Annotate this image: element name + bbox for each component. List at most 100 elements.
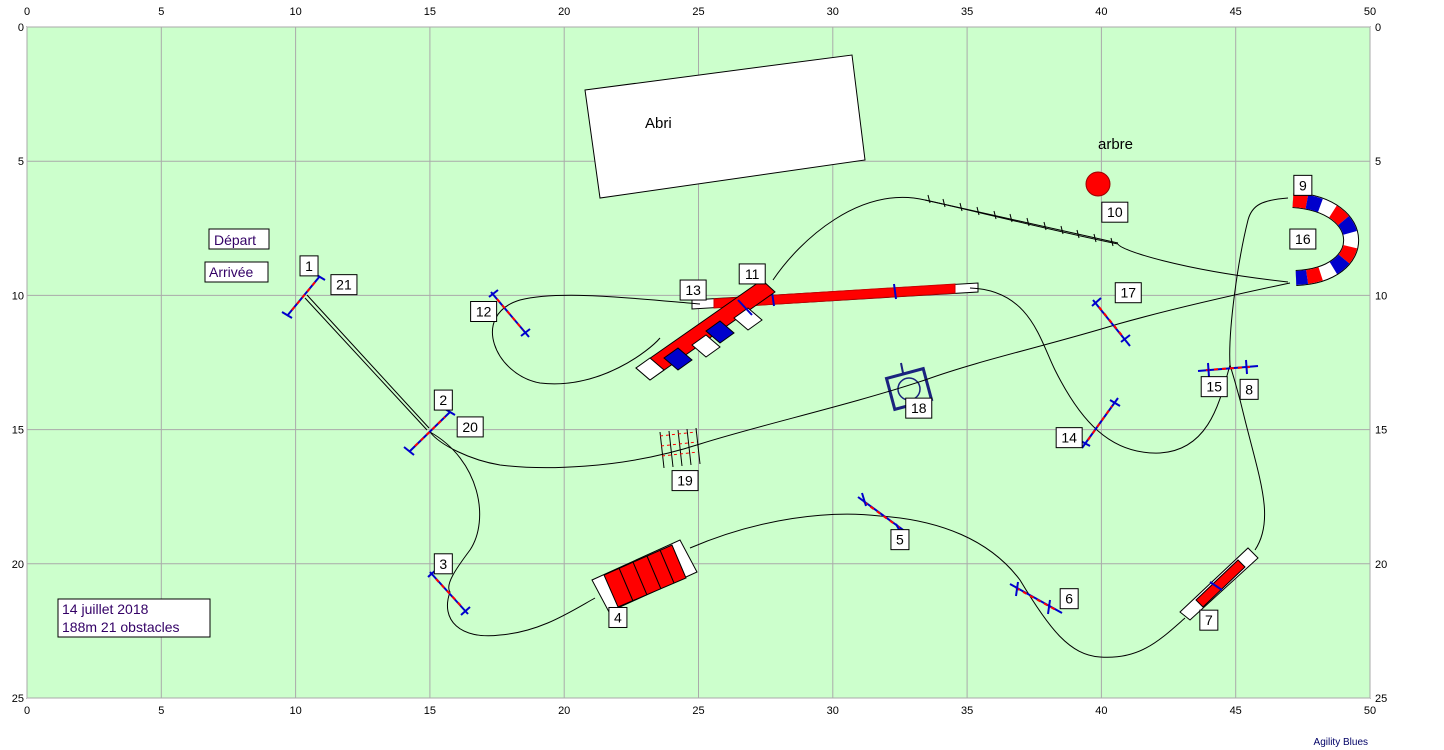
x-tick-bottom: 5 [158,705,164,717]
x-tick-top: 35 [961,6,973,18]
obstacle-label-8: 8 [1239,378,1259,400]
obstacle-number: 16 [1295,231,1311,247]
obstacle-label-15: 15 [1200,376,1228,398]
obstacle-label-18: 18 [905,397,933,419]
y-tick-left: 10 [12,290,24,302]
obstacle-number: 2 [439,392,447,408]
obstacle-number: 10 [1107,204,1123,220]
tick-labels: 0055101015152020252530303535404045455050… [12,6,1388,717]
y-tick-right: 10 [1375,290,1387,302]
y-tick-left: 15 [12,425,24,437]
x-tick-top: 50 [1364,6,1376,18]
x-tick-top: 15 [424,6,436,18]
obstacle-number: 13 [685,282,701,298]
obstacle-label-10: 10 [1101,201,1129,223]
obstacle-number: 8 [1245,381,1253,397]
y-tick-right: 0 [1375,22,1381,34]
x-tick-bottom: 10 [289,705,301,717]
info-stats: 188m 21 obstacles [62,619,180,635]
x-tick-top: 30 [827,6,839,18]
obstacle-label-3: 3 [433,553,453,575]
obstacle-number: 17 [1120,285,1136,301]
x-tick-bottom: 50 [1364,705,1376,717]
obstacle-label-1: 1 [299,255,319,277]
obstacle-number: 3 [439,556,447,572]
obstacle-label-20: 20 [456,416,484,438]
obstacle-label-13: 13 [679,279,707,301]
y-tick-right: 5 [1375,156,1381,168]
obstacle-number: 21 [336,277,352,293]
obstacle-number: 9 [1299,177,1307,193]
x-tick-top: 20 [558,6,570,18]
x-tick-bottom: 40 [1095,705,1107,717]
x-tick-bottom: 15 [424,705,436,717]
obstacle-number: 19 [677,473,693,489]
obstacle-number: 18 [911,400,927,416]
obstacle-label-19: 19 [671,470,699,492]
x-tick-bottom: 25 [692,705,704,717]
obstacle-number: 11 [745,266,760,282]
obstacle-label-17: 17 [1114,282,1142,304]
long-jump-obstacle-7 [1179,547,1259,621]
obstacle-label-5: 5 [890,529,910,551]
obstacle-label-7: 7 [1199,609,1219,631]
curved-tunnel-obstacle-16 [1292,192,1359,286]
x-tick-top: 25 [692,6,704,18]
jump-6 [1009,581,1063,615]
y-tick-right: 20 [1375,559,1387,571]
x-tick-top: 5 [158,6,164,18]
y-tick-left: 0 [18,22,24,34]
obstacle-number: 1 [305,258,313,274]
info-box [57,598,211,638]
jump-bars [281,273,1259,616]
x-tick-bottom: 20 [558,705,570,717]
x-tick-top: 45 [1230,6,1242,18]
jump-17 [1091,297,1131,347]
obstacle-label-21: 21 [330,274,358,296]
obstacle-number: 20 [462,419,478,435]
info-date: 14 juillet 2018 [62,601,149,617]
obstacle-label-16: 16 [1289,228,1317,250]
x-tick-top: 10 [289,6,301,18]
dog-path [304,197,1291,658]
obstacle-label-6: 6 [1059,588,1079,610]
y-tick-left: 5 [18,156,24,168]
x-tick-bottom: 45 [1230,705,1242,717]
obstacle-number: 6 [1065,591,1073,607]
chute-obstacle-4 [591,539,698,613]
grid-lines [26,26,1371,699]
obstacle-label-4: 4 [608,606,628,628]
credit-text: Agility Blues [1313,737,1368,748]
obstacle-labels: 1 21 2 20 3 4 5 6 7 8 9 10 11 12 13 14 15 16 17 18 19 [299,174,1317,631]
start-label-box [208,228,270,250]
finish-label: Arrivée [209,264,254,280]
jump-14 [1078,397,1121,449]
jump-12 [488,289,531,338]
tunnel-obstacle-11 [635,279,776,381]
obstacle-number: 12 [476,304,492,320]
shelter-rect [584,54,866,199]
obstacle-number: 14 [1061,430,1077,446]
tree-icon [1085,171,1111,197]
obstacle-label-2: 2 [433,389,453,411]
y-tick-left: 20 [12,559,24,571]
finish-label-box [204,261,269,283]
x-tick-bottom: 35 [961,705,973,717]
obstacle-label-14: 14 [1055,427,1083,449]
jump-8-15 [1197,359,1259,378]
start-label: Départ [214,232,256,248]
y-tick-right: 15 [1375,425,1387,437]
y-tick-left: 25 [12,693,24,705]
y-tick-right: 25 [1375,693,1387,705]
x-tick-bottom: 30 [827,705,839,717]
shelter-label: Abri [645,115,672,132]
obstacle-label-12: 12 [470,301,498,323]
x-tick-top: 40 [1095,6,1107,18]
obstacle-label-11: 11 [738,263,766,285]
obstacle-number: 15 [1206,379,1222,395]
x-tick-bottom: 0 [24,705,30,717]
x-tick-top: 0 [24,6,30,18]
long-plank-obstacle [691,282,979,310]
obstacle-label-9: 9 [1293,174,1313,196]
